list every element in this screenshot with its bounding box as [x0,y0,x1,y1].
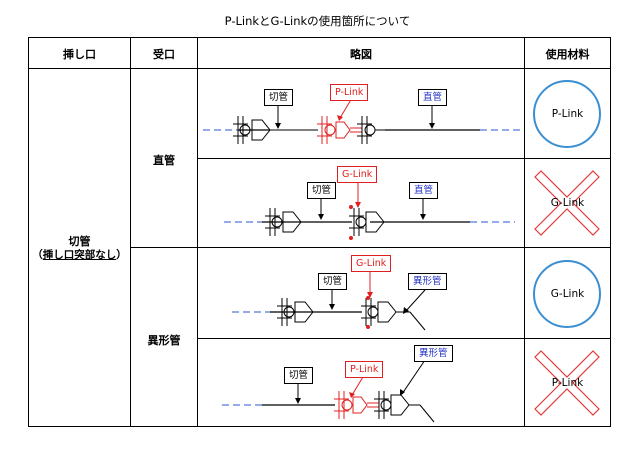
label-fitting: 異形管 [408,273,447,290]
label-straight-pipe: 直管 [418,89,448,106]
ok-circle-1 [533,80,601,148]
label-g-link: G-Link [351,255,392,272]
ng-cross-2 [534,350,600,416]
label-cut-pipe: 切管 [318,273,348,290]
label-cut-pipe: 切管 [307,182,337,199]
receive-type-straight: 直管 [153,154,175,167]
label-p-link: P-Link [345,361,384,378]
label-cut-pipe: 切管 [284,367,314,384]
label-cut-pipe: 切管 [264,89,294,106]
label-g-link: G-Link [337,166,378,183]
material-label: P-Link [551,377,584,389]
ng-cross-1 [534,170,600,236]
diagram-straight-glink [224,182,515,240]
material-label: G-Link [550,288,585,300]
header-diagram: 略図 [350,48,372,61]
receive-type-fitting: 異形管 [147,334,181,347]
material-label: P-Link [551,108,584,120]
header-insert: 挿し口 [63,48,96,61]
page-title: P-LinkとG-Linkの使用箇所について [224,14,411,28]
material-label: G-Link [550,197,585,209]
diagram-fitting-plink [222,359,435,423]
label-straight-pipe: 直管 [409,182,439,199]
label-fitting: 異形管 [414,345,453,362]
label-p-link: P-Link [330,84,369,101]
insert-type-sub: （挿し口突部なし） [32,249,127,261]
table-lines [28,37,611,427]
diagram-fitting-glink [232,272,426,331]
header-receive: 受口 [153,48,175,61]
ok-circle-2 [533,260,601,328]
insert-type-main: 切管 [68,235,91,248]
diagram-straight-plink [203,97,520,144]
header-material: 使用材料 [545,48,590,61]
